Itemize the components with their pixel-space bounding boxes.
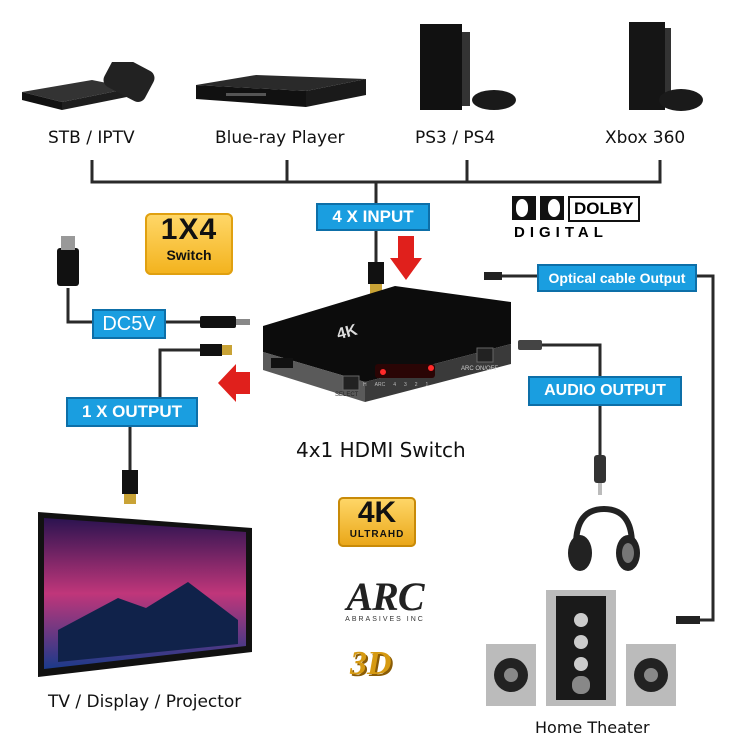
source-label-ps: PS3 / PS4 bbox=[415, 128, 496, 148]
theater-label: Home Theater bbox=[535, 718, 650, 737]
port-label: H bbox=[363, 382, 367, 388]
port-label: 1 bbox=[425, 382, 429, 388]
3d-logo: 3D bbox=[350, 645, 392, 682]
home-theater-speakers-icon bbox=[486, 590, 696, 710]
output-arrow bbox=[218, 364, 250, 402]
source-bus-line bbox=[90, 160, 662, 184]
hdmi-switch-device: 4K SELECT ARC ON/OFF H ARC 4 3 2 1 bbox=[255, 286, 515, 404]
select-label: SELECT bbox=[335, 392, 359, 398]
port-labels: H ARC 4 3 2 1 bbox=[363, 382, 428, 388]
bluray-player-icon bbox=[196, 75, 366, 110]
source-label-stb: STB / IPTV bbox=[48, 128, 135, 148]
digital-text: DIGITAL bbox=[514, 224, 608, 241]
arc-logo-main: ARC bbox=[346, 574, 424, 619]
playstation-console-icon bbox=[418, 20, 518, 115]
power-tag: DC5V bbox=[92, 309, 166, 339]
source-label-xbox: Xbox 360 bbox=[605, 128, 686, 148]
output-tag: 1 X OUTPUT bbox=[66, 397, 198, 427]
ultrahd-main: 4K bbox=[357, 496, 397, 529]
port-label: 2 bbox=[414, 382, 418, 388]
switch-badge-main: 1X4 bbox=[160, 213, 218, 246]
input-arrow bbox=[390, 236, 422, 280]
audio-tag: AUDIO OUTPUT bbox=[528, 376, 682, 406]
optical-tag: Optical cable Output bbox=[537, 264, 697, 292]
device-title: 4x1 HDMI Switch bbox=[296, 438, 466, 462]
port-label: 3 bbox=[403, 382, 407, 388]
headphones-icon bbox=[566, 505, 642, 575]
source-label-bluray: Blue-ray Player bbox=[215, 128, 345, 148]
arc-logo-sub: ABRASIVES INC bbox=[345, 616, 425, 623]
ultrahd-sub: ULTRAHD bbox=[349, 529, 405, 540]
stb-box-icon bbox=[22, 56, 162, 112]
switch-badge: 1X4 Switch bbox=[145, 213, 233, 275]
tv-display-icon bbox=[38, 512, 258, 677]
switch-badge-sub: Switch bbox=[166, 247, 212, 263]
port-label: 4 bbox=[393, 382, 396, 388]
display-label: TV / Display / Projector bbox=[48, 692, 242, 712]
xbox-console-icon bbox=[625, 20, 705, 115]
dolby-text: DOLBY bbox=[568, 196, 640, 222]
input-tag: 4 X INPUT bbox=[316, 203, 430, 231]
arc-button-label: ARC ON/OFF bbox=[461, 366, 498, 372]
ultrahd-badge: 4K ULTRAHD bbox=[338, 497, 416, 547]
port-label: ARC bbox=[374, 382, 386, 388]
arc-logo: ARC ABRASIVES INC bbox=[330, 574, 440, 624]
